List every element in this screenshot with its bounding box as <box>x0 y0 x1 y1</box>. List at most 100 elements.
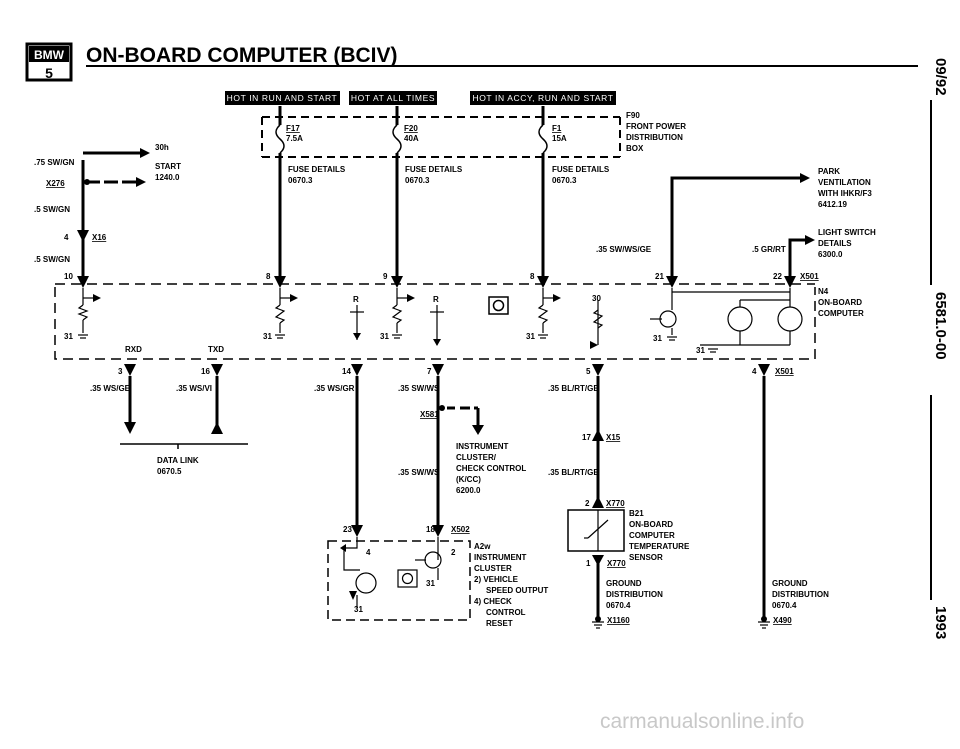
wire-sw-ws-2: .35 SW/WS <box>398 468 440 477</box>
logo-text: BMW <box>34 48 65 62</box>
light-l2: DETAILS <box>818 239 852 248</box>
pin-5: 5 <box>586 367 591 376</box>
sensor-id: B21 <box>629 509 644 518</box>
a2w-note4b: CONTROL <box>486 608 526 617</box>
conn-x581: X581 <box>420 410 439 419</box>
sensor-l2: COMPUTER <box>629 531 675 540</box>
a2w-pin-2: 2 <box>451 548 456 557</box>
park-ref: 6412.19 <box>818 200 847 209</box>
hot-run-start-label: HOT IN RUN AND START <box>227 93 338 103</box>
start-label: START <box>155 162 181 171</box>
park-l3: WITH IHKR/F3 <box>818 189 872 198</box>
conn-x16: X16 <box>92 233 107 242</box>
park-l1: PARK <box>818 167 840 176</box>
wire-bl-rt-ge-1: .35 BL/RT/GE <box>548 384 599 393</box>
a2w-l1: INSTRUMENT <box>474 553 527 562</box>
pin-18: 18 <box>426 525 435 534</box>
fuse-f1-details: FUSE DETAILS <box>552 165 610 174</box>
ground2-ref: 0670.4 <box>772 601 797 610</box>
a2w-note4c: RESET <box>486 619 513 628</box>
data-link-label: DATA LINK <box>157 456 199 465</box>
gnd-31d: 31 <box>526 332 535 341</box>
pin-17: 17 <box>582 433 591 442</box>
module-l2: COMPUTER <box>818 309 864 318</box>
bottom-pins <box>124 364 770 376</box>
ground1-ref: 0670.4 <box>606 601 631 610</box>
data-link-ref: 0670.5 <box>157 467 182 476</box>
pin-14: 14 <box>342 367 351 376</box>
park-l2: VENTILATION <box>818 178 871 187</box>
a2w-gnd-31: 31 <box>426 579 435 588</box>
gnd-31a: 31 <box>64 332 73 341</box>
fuse-f20-id: F20 <box>404 124 418 133</box>
light-ref: 6300.0 <box>818 250 843 259</box>
fuse-f20-details: FUSE DETAILS <box>405 165 463 174</box>
ground2-l1: GROUND <box>772 579 808 588</box>
ground1-l2: DISTRIBUTION <box>606 590 663 599</box>
pin-30: 30 <box>592 294 601 303</box>
a2w-note4: 4) CHECK <box>474 597 512 606</box>
side-code: 6581.0-00 <box>932 292 949 360</box>
fuse-f17-details: FUSE DETAILS <box>288 165 346 174</box>
fuse-f20-rating: 40A <box>404 134 419 143</box>
pin-7: 7 <box>427 367 432 376</box>
wire-sw-gn-5b: .5 SW/GN <box>34 255 70 264</box>
fuse-f1-rating: 15A <box>552 134 567 143</box>
fuse-f17-id: F17 <box>286 124 300 133</box>
fuse-f1-id: F1 <box>552 124 562 133</box>
wire-ws-ge: .35 WS/GE <box>90 384 131 393</box>
wire-sw-gn-75: .75 SW/GN <box>34 158 75 167</box>
gnd-31b: 31 <box>263 332 272 341</box>
page-title: ON-BOARD COMPUTER (BCIV) <box>86 44 397 67</box>
side-year: 1993 <box>932 606 949 639</box>
pin-9: 9 <box>383 272 388 281</box>
pin-3: 3 <box>118 367 123 376</box>
resistor-r2: R <box>433 295 439 304</box>
wire-gr-rt: .5 GR/RT <box>752 245 786 254</box>
conn-x770-top: X770 <box>606 499 625 508</box>
label-rxd: RXD <box>125 345 142 354</box>
a2w-note2: 2) VEHICLE <box>474 575 519 584</box>
logo-sub: 5 <box>45 65 53 81</box>
conn-x276: X276 <box>46 179 65 188</box>
wire-sw-ws-ge: .35 SW/WS/GE <box>596 245 652 254</box>
module-id: N4 <box>818 287 829 296</box>
cluster-l4: (K/CC) <box>456 475 481 484</box>
wire-sw-ws-1: .35 SW/WS <box>398 384 440 393</box>
fuse-f17-ref: 0670.3 <box>288 176 313 185</box>
conn-x501-bottom: X501 <box>775 367 794 376</box>
fuse-box-l2: DISTRIBUTION <box>626 133 683 142</box>
fuse-box-l3: BOX <box>626 144 644 153</box>
wire-ws-gr: .35 WS/GR <box>314 384 355 393</box>
pin-10: 10 <box>64 272 73 281</box>
fuse-f17-rating: 7.5A <box>286 134 303 143</box>
light-l1: LIGHT SWITCH <box>818 228 876 237</box>
hot-all-times-label: HOT AT ALL TIMES <box>351 93 435 103</box>
bmw-logo: BMW 5 <box>25 42 73 82</box>
conn-x502: X502 <box>451 525 470 534</box>
start-ref: 1240.0 <box>155 173 180 182</box>
fuse-box-id: F90 <box>626 111 640 120</box>
gnd-31f: 31 <box>696 346 705 355</box>
pin-16: 16 <box>201 367 210 376</box>
gnd-31e: 31 <box>653 334 662 343</box>
fuse-box-l1: FRONT POWER <box>626 122 686 131</box>
pin-4: 4 <box>752 367 757 376</box>
cluster-l3: CHECK CONTROL <box>456 464 526 473</box>
pin-x770-2: 2 <box>585 499 590 508</box>
ground2-l2: DISTRIBUTION <box>772 590 829 599</box>
hot-accy-label: HOT IN ACCY, RUN AND START <box>472 93 613 103</box>
pin-23: 23 <box>343 525 352 534</box>
cluster-l2: CLUSTER/ <box>456 453 497 462</box>
fuse-f20-ref: 0670.3 <box>405 176 430 185</box>
module-l1: ON-BOARD <box>818 298 862 307</box>
pin-8b: 8 <box>530 272 535 281</box>
resistor-r1: R <box>353 295 359 304</box>
wire-ws-vi: .35 WS/VI <box>176 384 212 393</box>
side-date: 09/92 <box>932 58 949 96</box>
a2w-id: A2w <box>474 542 491 551</box>
a2w-gnd-31b: 31 <box>354 605 363 614</box>
wire-sw-gn-5a: .5 SW/GN <box>34 205 70 214</box>
sensor-l1: ON-BOARD <box>629 520 673 529</box>
